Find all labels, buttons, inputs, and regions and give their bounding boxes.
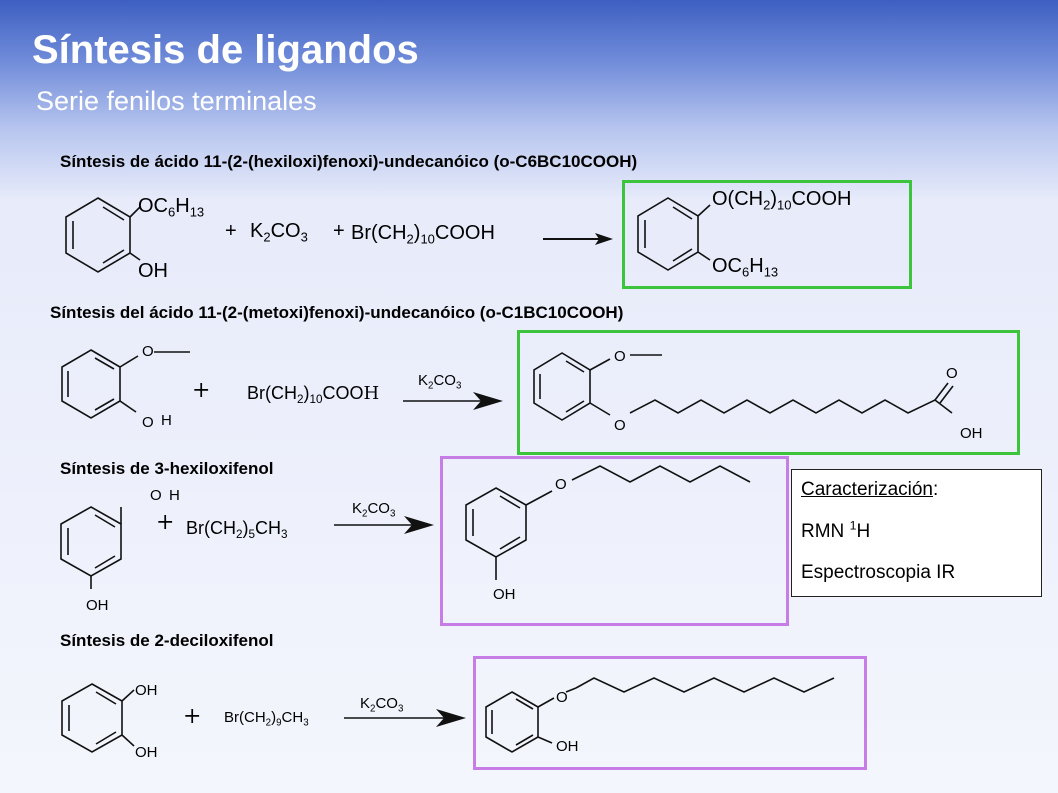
r2-benzene-ring bbox=[61, 349, 190, 419]
r3-product-oh: OH bbox=[493, 586, 516, 603]
r4-product-box bbox=[473, 656, 867, 770]
r1-plus-2: + bbox=[333, 220, 345, 242]
r4-top-oh: OH bbox=[135, 682, 158, 699]
r3-reagent: Br(CH2)5CH3 bbox=[186, 518, 288, 542]
characterization-rmn: RMN 1H bbox=[801, 518, 871, 542]
r3-oh-label: OH bbox=[86, 597, 109, 614]
r1-product-top-label: O(CH2)10COOH bbox=[712, 188, 852, 213]
r4-reaction-arrow bbox=[344, 709, 466, 727]
r1-oc6h13-label: OC6H13 bbox=[138, 195, 205, 220]
characterization-box: Caracterización: RMN 1H Espectroscopia I… bbox=[791, 469, 1042, 597]
r3-product-box bbox=[440, 456, 789, 626]
r1-product-box bbox=[622, 180, 912, 289]
r1-product-bottom-label: OC6H13 bbox=[712, 255, 779, 280]
r4-product-structure bbox=[485, 677, 835, 753]
characterization-title: Caracterización: bbox=[801, 479, 939, 500]
r3-product-structure bbox=[465, 465, 751, 580]
r4-bottom-oh: OH bbox=[135, 744, 158, 761]
page-title: Síntesis de ligandos bbox=[32, 28, 419, 72]
r1-benzene-ring bbox=[65, 197, 141, 273]
page-subtitle: Serie fenilos terminales bbox=[36, 86, 317, 116]
r3-benzene-ring bbox=[60, 506, 122, 589]
r2-product-carbonyl-o: O bbox=[946, 365, 958, 382]
r3-product-ether-o: O bbox=[555, 476, 567, 493]
r2-product-ether-o: O bbox=[614, 417, 626, 434]
r4-reagent: Br(CH2)9CH3 bbox=[224, 709, 309, 729]
r1-k2co3: K2CO3 bbox=[250, 220, 308, 245]
r3-k2co3: K2CO3 bbox=[352, 500, 396, 520]
r2-hydroxy-o: O bbox=[142, 414, 154, 431]
section-3-heading: Síntesis de 3-hexiloxifenol bbox=[60, 459, 274, 478]
r1-reaction-arrow bbox=[543, 233, 613, 245]
r4-benzene-ring bbox=[61, 683, 135, 753]
r2-product-structure bbox=[533, 352, 954, 421]
r2-product-methoxy-o: O bbox=[614, 348, 626, 365]
r3-hydroxy-h: H bbox=[169, 487, 180, 504]
r2-plus: + bbox=[192, 378, 211, 403]
r3-hydroxy-o: O bbox=[150, 487, 162, 504]
r2-hydroxy-h: H bbox=[161, 412, 172, 429]
r4-k2co3: K2CO3 bbox=[360, 695, 404, 715]
r3-plus: + bbox=[156, 510, 175, 535]
r1-oh-label: OH bbox=[138, 260, 168, 282]
r1-product-ring bbox=[637, 197, 711, 271]
section-4-heading: Síntesis de 2-deciloxifenol bbox=[60, 631, 274, 650]
r4-product-oh: OH bbox=[556, 738, 579, 755]
r2-reaction-arrow bbox=[403, 392, 503, 410]
section-2-heading: Síntesis del ácido 11-(2-(metoxi)fenoxi)… bbox=[50, 303, 624, 322]
r2-product-box bbox=[517, 330, 1020, 455]
characterization-ir: Espectroscopia IR bbox=[801, 562, 956, 583]
r2-reagent: Br(CH2)10COOH bbox=[247, 383, 380, 407]
r2-k2co3: K2CO3 bbox=[418, 372, 462, 392]
r1-plus-1: + bbox=[225, 220, 237, 242]
r2-methoxy-o: O bbox=[142, 343, 154, 360]
r4-product-ether-o: O bbox=[556, 689, 568, 706]
r1-reagent: Br(CH2)10COOH bbox=[351, 222, 495, 247]
r3-reaction-arrow bbox=[334, 516, 434, 534]
r2-product-acid-oh: OH bbox=[960, 425, 983, 442]
r4-plus: + bbox=[183, 704, 202, 729]
section-1-heading: Síntesis de ácido 11-(2-(hexiloxi)fenoxi… bbox=[60, 152, 638, 171]
